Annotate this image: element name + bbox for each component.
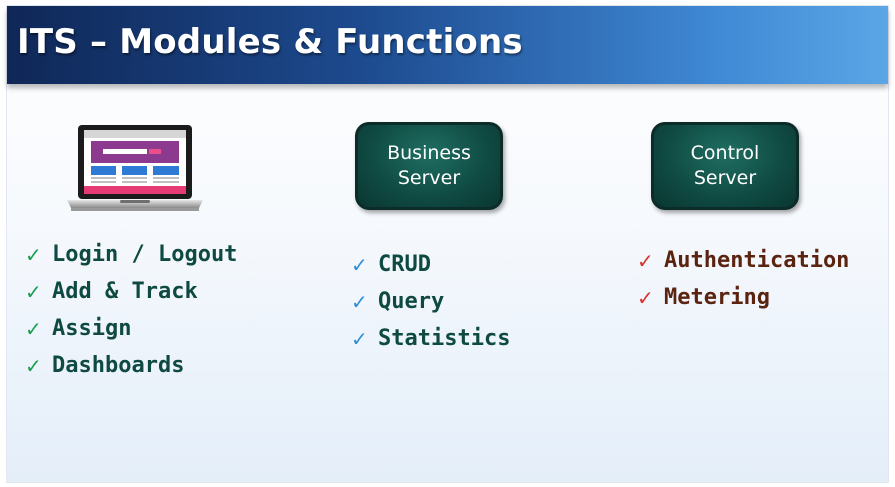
check-icon: ✓ <box>637 285 654 310</box>
business-server-label-line1: Business <box>387 142 471 164</box>
list-item: ✓ Authentication <box>637 242 849 279</box>
control-server-label-line2: Server <box>693 167 757 189</box>
list-item: ✓ Login / Logout <box>25 236 237 273</box>
control-server-label-line1: Control <box>690 142 760 164</box>
check-icon: ✓ <box>637 248 654 273</box>
list-item-label: CRUD <box>378 252 431 277</box>
slide: ITS – Modules & Functions Business <box>6 5 889 483</box>
list-item-label: Assign <box>52 316 132 341</box>
check-icon: ✓ <box>25 353 42 378</box>
list-item: ✓ Assign <box>25 310 237 347</box>
list-item-label: Query <box>378 289 445 314</box>
business-server-functions-list: ✓ CRUD ✓ Query ✓ Statistics <box>351 246 510 357</box>
list-item-label: Statistics <box>378 326 511 351</box>
check-icon: ✓ <box>25 242 42 267</box>
list-item-label: Metering <box>664 285 770 310</box>
list-item: ✓ Statistics <box>351 320 510 357</box>
list-item: ✓ Query <box>351 283 510 320</box>
list-item-label: Login / Logout <box>52 242 238 267</box>
list-item-label: Dashboards <box>52 353 185 378</box>
list-item: ✓ Dashboards <box>25 347 237 384</box>
slide-title: ITS – Modules & Functions <box>17 22 523 62</box>
check-icon: ✓ <box>351 326 368 351</box>
check-icon: ✓ <box>351 252 368 277</box>
list-item: ✓ Add & Track <box>25 273 237 310</box>
control-server-functions-list: ✓ Authentication ✓ Metering <box>637 242 849 316</box>
business-server-box: Business Server <box>355 122 503 210</box>
check-icon: ✓ <box>25 316 42 341</box>
list-item: ✓ CRUD <box>351 246 510 283</box>
control-server-box: Control Server <box>651 122 799 210</box>
list-item-label: Add & Track <box>52 279 198 304</box>
laptop-icon <box>67 125 203 211</box>
list-item: ✓ Metering <box>637 279 849 316</box>
list-item-label: Authentication <box>664 248 850 273</box>
title-bar: ITS – Modules & Functions <box>7 6 888 84</box>
client-functions-list: ✓ Login / Logout ✓ Add & Track ✓ Assign … <box>25 236 237 384</box>
check-icon: ✓ <box>351 289 368 314</box>
business-server-label-line2: Server <box>397 167 461 189</box>
check-icon: ✓ <box>25 279 42 304</box>
